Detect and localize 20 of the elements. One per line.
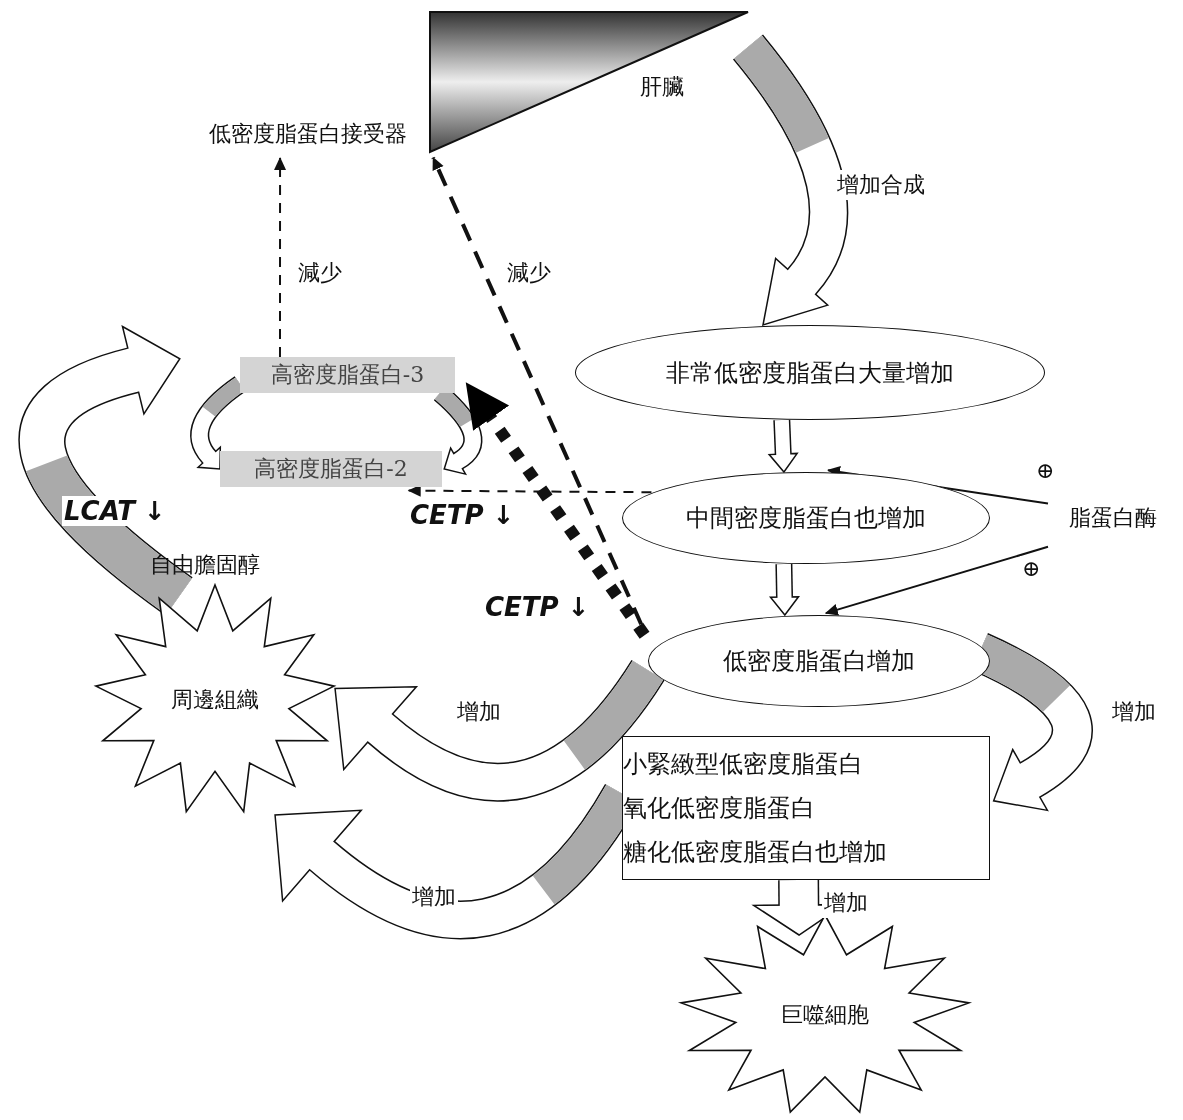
box-text-line: 小緊緻型低密度脂蛋白 — [623, 749, 863, 780]
dashed-arrow — [465, 382, 650, 639]
process-ellipse: 非常低密度脂蛋白大量增加 — [575, 325, 1045, 420]
arrow — [824, 545, 1049, 616]
edge-label: 增加合成 — [835, 170, 927, 200]
dashed-arrow — [431, 156, 643, 625]
node-label: 低密度脂蛋白接受器 — [185, 118, 430, 150]
process-ellipse: 中間密度脂蛋白也增加 — [622, 472, 990, 564]
dashed-arrow — [274, 157, 287, 358]
shaded-box: 高密度脂蛋白-2 — [220, 451, 442, 487]
text-box — [622, 736, 990, 880]
box-text-line: 氧化低密度脂蛋白 — [623, 793, 815, 824]
node-label: 巨噬細胞 — [781, 1001, 869, 1029]
process-ellipse: 低密度脂蛋白增加 — [648, 615, 990, 707]
node-label: 周邊組織 — [171, 686, 259, 714]
shaded-box: 高密度脂蛋白-3 — [240, 357, 455, 393]
organ-label: 肝臟 — [640, 73, 684, 101]
node-label: 脂蛋白酶 — [1048, 500, 1178, 536]
box-text-line: 糖化低密度脂蛋白也增加 — [623, 837, 887, 868]
annotation-label: 自由膽固醇 — [150, 551, 260, 579]
